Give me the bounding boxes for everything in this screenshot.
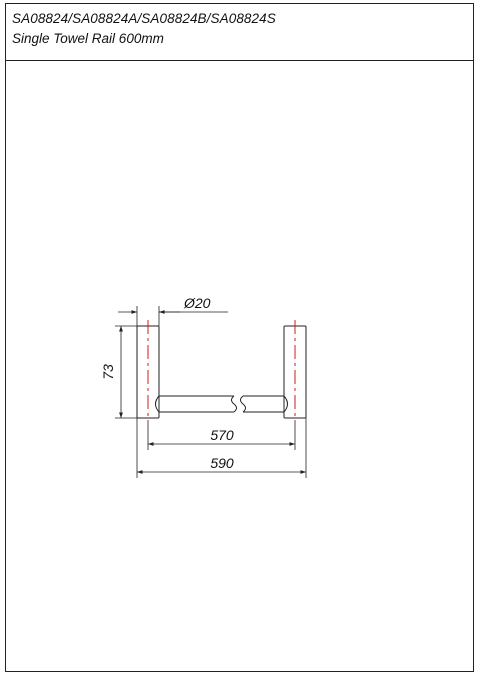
product-name: Single Towel Rail 600mm	[12, 31, 164, 46]
overall-width-label: 590	[210, 455, 234, 471]
left-post	[136, 320, 160, 422]
towel-rail-bar	[155, 395, 288, 413]
inner-width-dimension	[147, 422, 296, 450]
title-block: SA08824/SA08824A/SA08824B/SA08824S Singl…	[6, 4, 473, 61]
diameter-label: Ø20	[183, 295, 211, 311]
rail-break-left	[231, 395, 237, 413]
product-codes: SA08824/SA08824A/SA08824B/SA08824S	[12, 11, 276, 26]
height-dimension	[115, 325, 137, 419]
rail-right-segment	[243, 395, 284, 413]
rail-right-end	[283, 395, 288, 413]
overall-width-dimension	[136, 418, 307, 478]
inner-width-label: 570	[210, 427, 234, 443]
rail-left-end	[155, 395, 160, 413]
drawing-sheet: SA08824/SA08824A/SA08824B/SA08824S Singl…	[5, 3, 474, 672]
height-label: 73	[100, 364, 116, 380]
rail-break-right	[240, 395, 246, 413]
diameter-dimension	[118, 306, 228, 326]
right-post	[283, 320, 307, 422]
rail-left-segment	[159, 395, 234, 413]
